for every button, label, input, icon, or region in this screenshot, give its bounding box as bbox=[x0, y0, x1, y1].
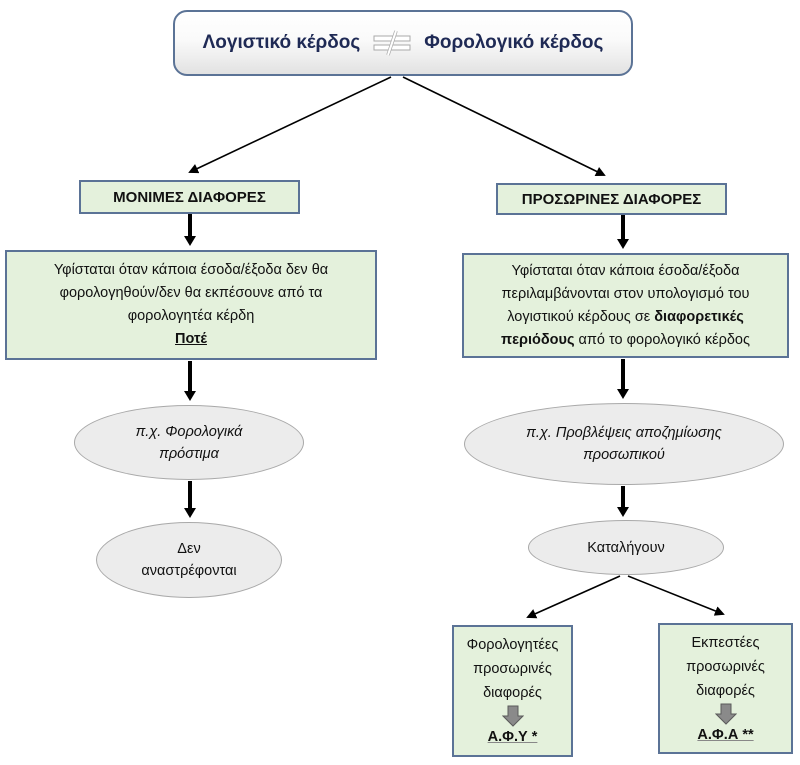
permanent-example-ellipse: π.χ. Φορολογικά πρόστιμα bbox=[74, 405, 304, 480]
arrow-title-to-temporary bbox=[402, 76, 606, 176]
permanent-result-ellipse: Δεν αναστρέφονται bbox=[96, 522, 282, 598]
permanent-desc-line: Υφίσταται όταν κάποια έσοδα/έξοδα δεν θα bbox=[53, 262, 329, 278]
temporary-desc-line: Υφίσταται όταν κάποια έσοδα/έξοδα bbox=[511, 262, 740, 279]
title-box: Λογιστικό κέρδος Φορολογικό κέρδος bbox=[173, 10, 633, 76]
thick-arrow-left-2 bbox=[184, 361, 196, 401]
temporary-desc-text: λογιστικού κέρδους σε bbox=[507, 308, 655, 325]
temporary-differences-header: ΠΡΟΣΩΡΙΝΕΣ ΔΙΑΦΟΡΕΣ bbox=[496, 183, 727, 215]
thick-arrow-right-1 bbox=[617, 215, 629, 249]
outcome-code: Α.Φ.Α ** bbox=[697, 727, 754, 743]
temporary-result-text: Καταλήγουν bbox=[587, 539, 665, 556]
temporary-example-line: π.χ. Προβλέψεις αποζημίωσης bbox=[526, 425, 722, 441]
accounting-profit-label: Λογιστικό κέρδος bbox=[202, 32, 361, 53]
thick-arrow-right-3 bbox=[617, 486, 629, 517]
temporary-desc-bold: περιόδους bbox=[501, 331, 575, 348]
permanent-desc-line: φορολογητέα κέρδη bbox=[127, 308, 255, 324]
tax-profit-label: Φορολογικό κέρδος bbox=[424, 32, 604, 53]
permanent-example-line: π.χ. Φορολογικά bbox=[135, 423, 243, 440]
permanent-desc-line: φορολογηθούν/δεν θα εκπέσουνε από τα bbox=[59, 285, 323, 301]
outcome-line: διαφορές bbox=[483, 685, 542, 701]
down-arrow-icon bbox=[714, 703, 737, 725]
temporary-example-line: προσωπικού bbox=[583, 447, 665, 463]
temporary-desc-line: περιόδους από το φορολογικό κέρδος bbox=[501, 329, 750, 352]
permanent-result-line: Δεν bbox=[177, 541, 201, 557]
permanent-differences-header: ΜΟΝΙΜΕΣ ΔΙΑΦΟΡΕΣ bbox=[79, 180, 300, 214]
permanent-desc-emphasis: Ποτέ bbox=[175, 331, 207, 347]
temporary-desc-line: λογιστικού κέρδους σε διαφορετικές bbox=[507, 306, 744, 329]
arrow-title-to-permanent bbox=[188, 76, 392, 174]
outcome-line: Φορολογητέες bbox=[466, 637, 559, 653]
arrow-result-to-deductible bbox=[627, 575, 725, 616]
outcome-line: προσωρινές bbox=[686, 659, 765, 675]
permanent-description-box: Υφίσταται όταν κάποια έσοδα/έξοδα δεν θα… bbox=[5, 250, 377, 360]
temporary-desc-bold: διαφορετικές bbox=[654, 308, 744, 325]
permanent-result-line: αναστρέφονται bbox=[141, 563, 237, 579]
outcome-line: διαφορές bbox=[696, 683, 755, 699]
temporary-header-text: ΠΡΟΣΩΡΙΝΕΣ ΔΙΑΦΟΡΕΣ bbox=[521, 190, 702, 208]
temporary-result-ellipse: Καταλήγουν bbox=[528, 520, 724, 575]
temporary-example-ellipse: π.χ. Προβλέψεις αποζημίωσης προσωπικού bbox=[464, 403, 784, 485]
taxable-temporary-differences-box: Φορολογητέες προσωρινές διαφορές Α.Φ.Υ * bbox=[452, 625, 573, 757]
down-arrow-icon bbox=[501, 705, 524, 727]
outcome-code: Α.Φ.Υ * bbox=[487, 729, 538, 745]
not-equal-icon bbox=[373, 30, 411, 56]
permanent-header-text: ΜΟΝΙΜΕΣ ΔΙΑΦΟΡΕΣ bbox=[113, 188, 266, 206]
deductible-temporary-differences-box: Εκπεστέες προσωρινές διαφορές Α.Φ.Α ** bbox=[658, 623, 793, 754]
outcome-line: Εκπεστέες bbox=[691, 635, 760, 651]
permanent-example-line: πρόστιμα bbox=[159, 445, 219, 462]
arrow-result-to-taxable bbox=[526, 575, 621, 619]
thick-arrow-left-3 bbox=[184, 481, 196, 518]
temporary-desc-line: περιλαμβάνονται στον υπολογισμό του bbox=[501, 285, 750, 302]
temporary-description-box: Υφίσταται όταν κάποια έσοδα/έξοδα περιλα… bbox=[462, 253, 789, 358]
temporary-desc-text: από το φορολογικό κέρδος bbox=[574, 331, 750, 348]
thick-arrow-left-1 bbox=[184, 214, 196, 246]
thick-arrow-right-2 bbox=[617, 359, 629, 399]
outcome-line: προσωρινές bbox=[473, 661, 552, 677]
